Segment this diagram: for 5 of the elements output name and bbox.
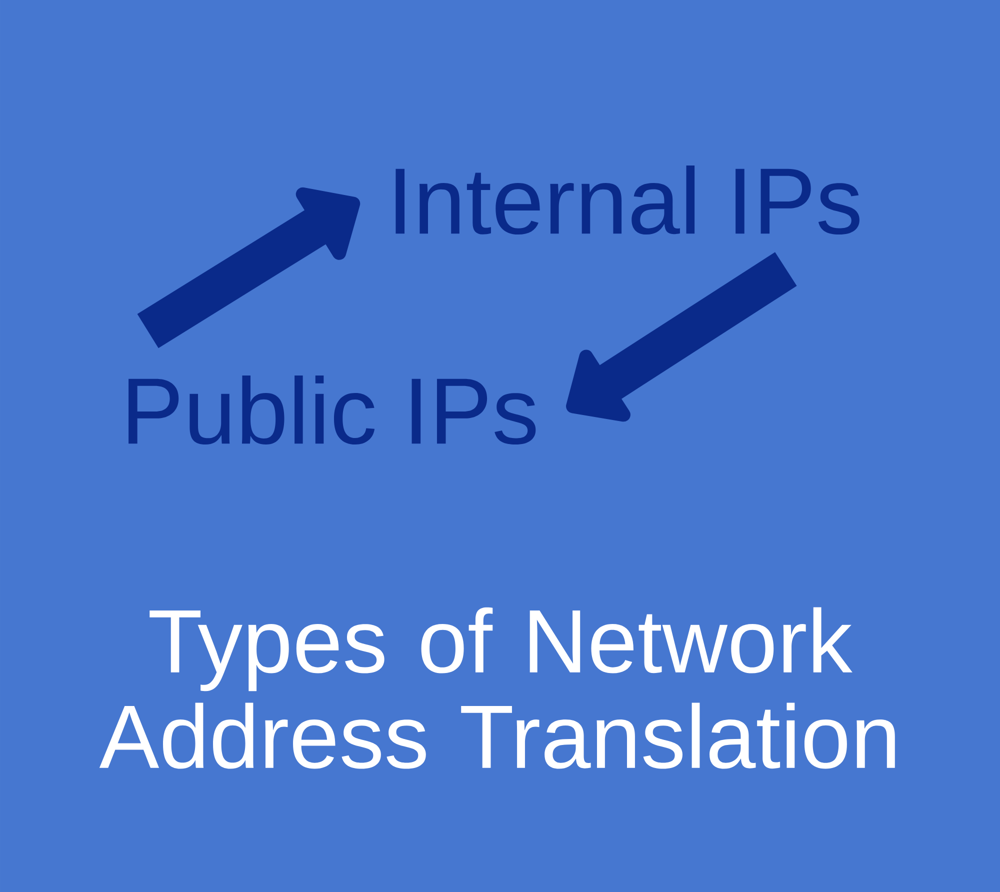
node-label: Internal IPs <box>396 165 860 235</box>
title: Types of Network Address Translation <box>99 607 895 769</box>
curved-arrow <box>566 252 797 422</box>
node-label: Public IPs <box>128 375 536 445</box>
curved-arrow <box>137 187 360 348</box>
